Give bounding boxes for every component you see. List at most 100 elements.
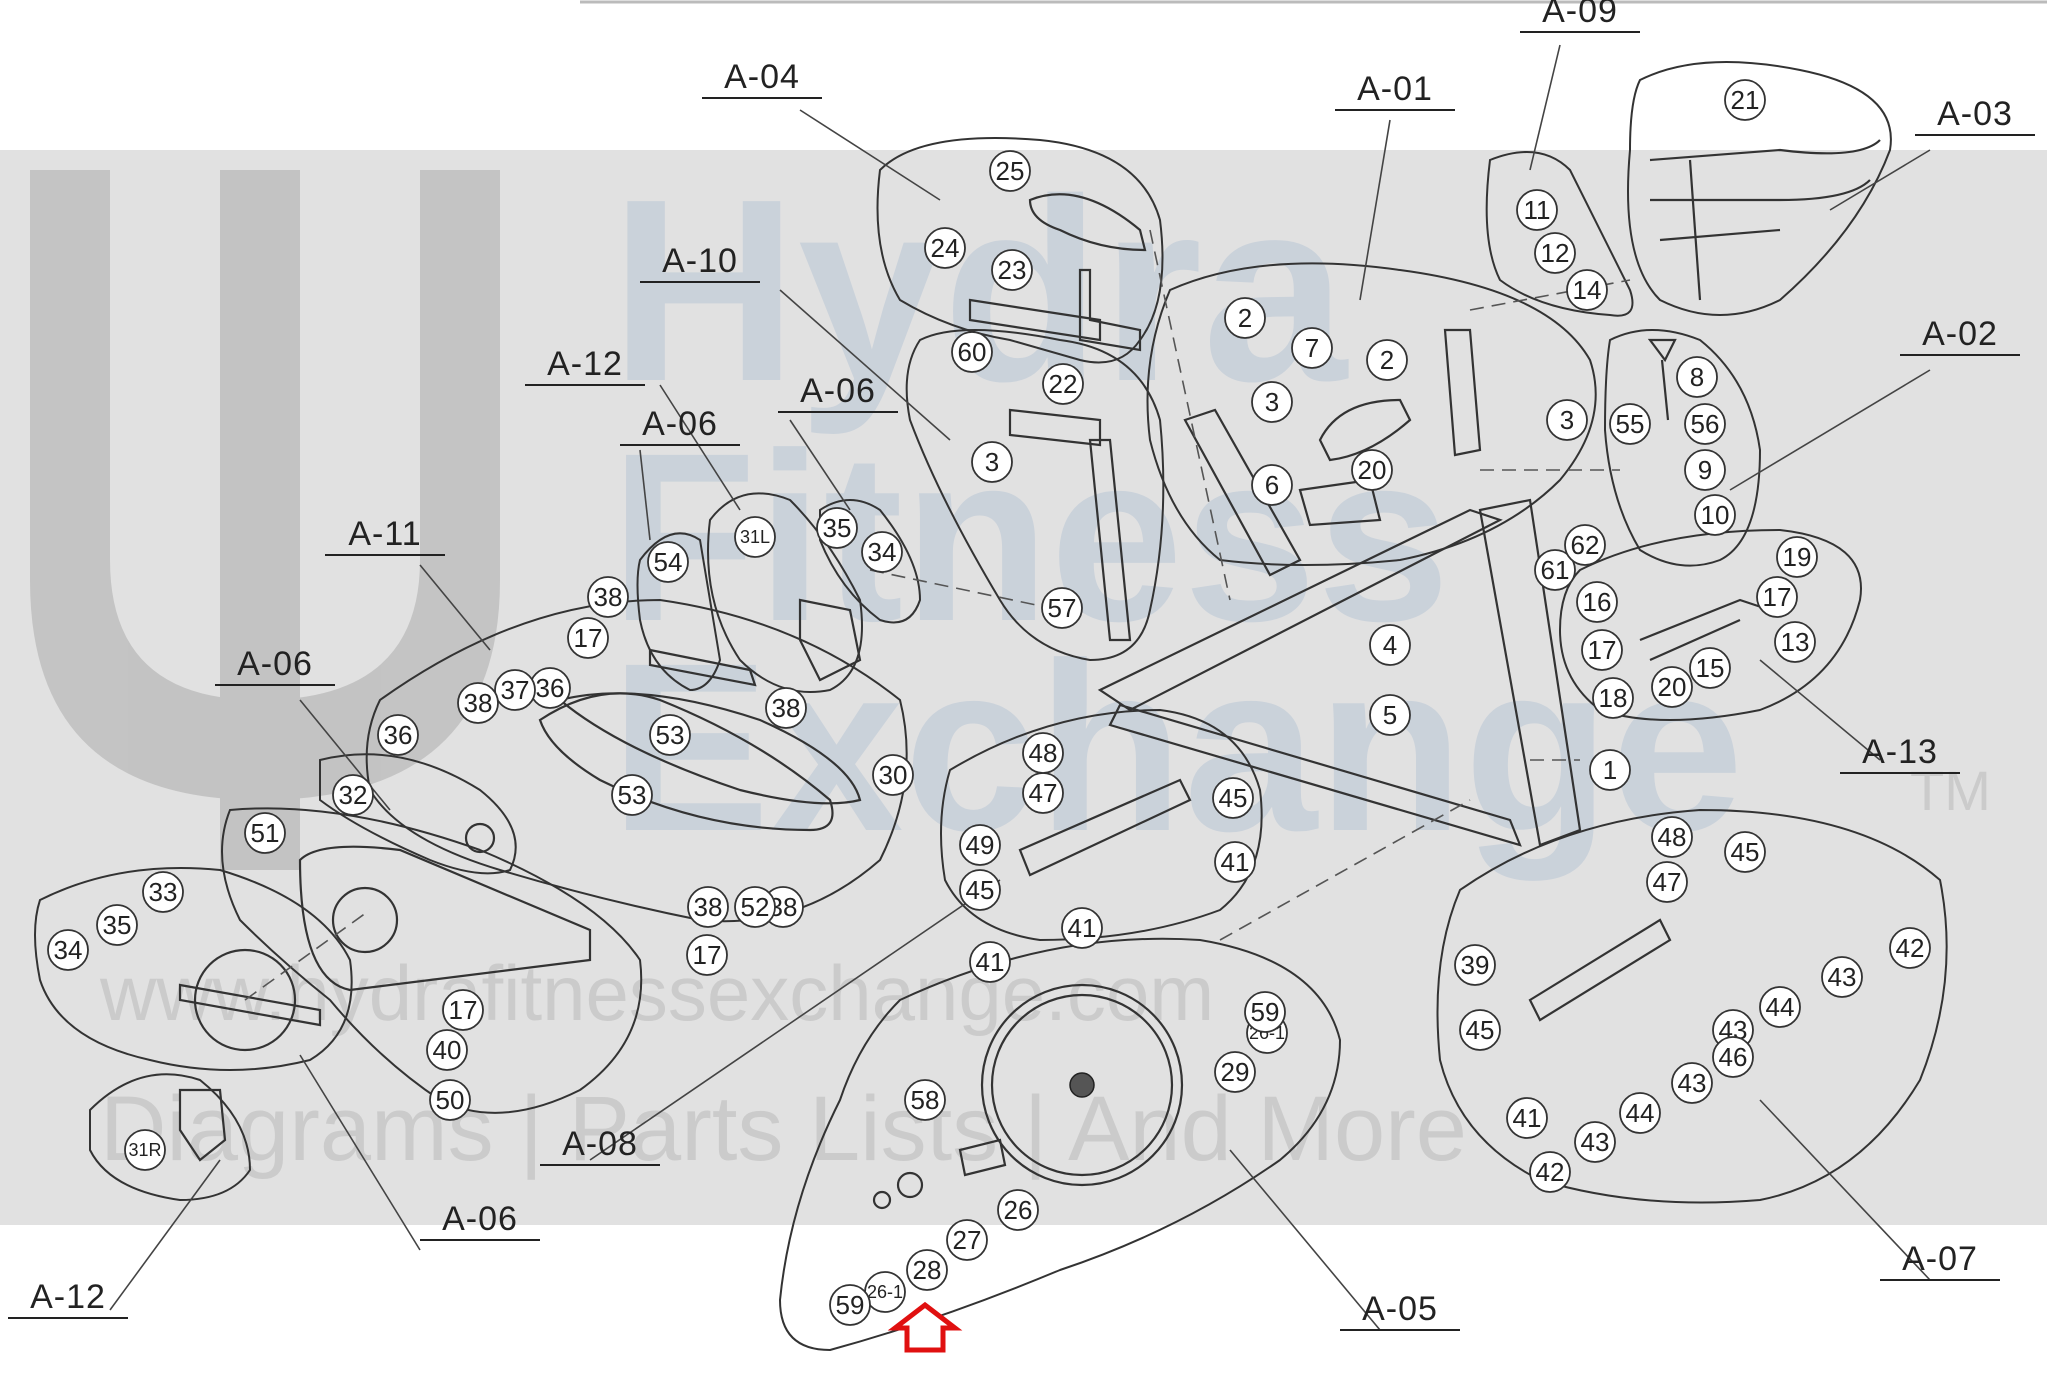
callout-circle-27 (946, 1219, 988, 1261)
callout-3: 3 (1265, 387, 1279, 417)
callout-30: 30 (879, 760, 908, 790)
callout-circle-45 (1724, 831, 1766, 873)
callout-circle-7 (1291, 327, 1333, 369)
callout-11: 11 (1524, 195, 1551, 225)
callout-circle-21 (1724, 79, 1766, 121)
callout-6: 6 (1265, 470, 1279, 500)
callout-34: 34 (868, 537, 897, 567)
callout-22: 22 (1049, 369, 1078, 399)
frame-rear-post (1478, 498, 1582, 847)
flywheel (980, 983, 1184, 1187)
callout-circle-31l (734, 516, 776, 558)
callout-52: 52 (741, 892, 770, 922)
callout-circle-1 (1589, 749, 1631, 791)
group-label-a-07: A-07 (1902, 1240, 1978, 1278)
callout-27: 27 (953, 1225, 982, 1255)
callout-17: 17 (1588, 635, 1617, 665)
water-bottle (1318, 398, 1412, 462)
callout-circle-8 (1676, 356, 1718, 398)
outline-a06-34 (819, 499, 922, 624)
callout-45: 45 (1466, 1015, 1495, 1045)
callout-circle-50 (429, 1079, 471, 1121)
callout-circle-33 (142, 871, 184, 913)
flywheel-inner (990, 993, 1174, 1177)
callout-38: 38 (694, 892, 723, 922)
callout-circle-46 (1712, 1036, 1754, 1078)
frame-front-post (1443, 328, 1482, 457)
group-label-a-09: A-09 (1542, 0, 1618, 30)
callout-circle-2 (1366, 339, 1408, 381)
callout-28: 28 (913, 1255, 942, 1285)
callout-3: 3 (985, 447, 999, 477)
callout-circle-31r (124, 1129, 166, 1171)
outline-a04 (876, 137, 1164, 364)
callout-41: 41 (1221, 847, 1250, 877)
dash-pedal (869, 569, 1061, 611)
callout-31l: 31L (740, 527, 770, 547)
main-frame (1097, 508, 1503, 712)
callout-50: 50 (436, 1085, 465, 1115)
outline-a06-54 (636, 532, 722, 692)
callout-21: 21 (1731, 85, 1760, 115)
group-label-a-06: A-06 (642, 405, 718, 443)
callout-43: 43 (1678, 1068, 1707, 1098)
callout-43: 43 (1581, 1127, 1610, 1157)
outline-a02 (1603, 329, 1762, 567)
callout-8: 8 (1690, 362, 1704, 392)
callout-circle-35 (816, 507, 858, 549)
callout-46: 46 (1719, 1042, 1748, 1072)
watermark-line1: Hydra (610, 146, 1349, 437)
seat-rail (968, 298, 1102, 342)
outline-a07 (1436, 808, 1948, 1204)
callout-circle-6 (1251, 464, 1293, 506)
callout-38: 38 (772, 693, 801, 723)
callout-48: 48 (1029, 738, 1058, 768)
outline-a08 (221, 807, 643, 1114)
callout-42: 42 (1536, 1157, 1565, 1187)
callout-circle-15 (1689, 647, 1731, 689)
callout-circle-56 (1684, 403, 1726, 445)
group-label-a-05: A-05 (1362, 1290, 1438, 1328)
group-label-a-02: A-02 (1922, 315, 1998, 353)
callout-23: 23 (998, 255, 1027, 285)
frame-and-parts (178, 139, 1881, 1210)
callout-33: 33 (149, 877, 178, 907)
group-label-a-11: A-11 (348, 515, 421, 553)
callout-57: 57 (1048, 593, 1077, 623)
callout-circle-60 (951, 331, 993, 373)
callout-56: 56 (1691, 409, 1720, 439)
callout-circle-20 (1651, 666, 1693, 708)
callout-43: 43 (1828, 962, 1857, 992)
callout-26-1: 26-1 (867, 1282, 903, 1302)
callout-circle-62 (1564, 524, 1606, 566)
callout-38: 38 (594, 582, 623, 612)
callout-circle-10 (1694, 494, 1736, 536)
callout-24: 24 (931, 233, 960, 263)
assembly-lines (244, 229, 1631, 1001)
callout-circle-59 (829, 1284, 871, 1326)
pedal-31R (178, 1088, 227, 1162)
sprocket (896, 1171, 924, 1199)
callout-circle-39 (1454, 944, 1496, 986)
callout-circle-42 (1529, 1151, 1571, 1193)
group-label-a-10: A-10 (662, 242, 738, 280)
callout-circle-30 (872, 754, 914, 796)
outline-a11 (365, 598, 908, 923)
callout-circle-29 (1214, 1051, 1256, 1093)
callout-circle-44 (1759, 986, 1801, 1028)
callout-circle-52 (734, 886, 776, 928)
callout-42: 42 (1896, 933, 1925, 963)
callout-circle-47 (1646, 861, 1688, 903)
callout-circle-9 (1684, 449, 1726, 491)
callout-circle-43 (1574, 1121, 1616, 1163)
callout-39: 39 (1461, 950, 1490, 980)
callout-51: 51 (251, 818, 280, 848)
callout-circle-16 (1576, 581, 1618, 623)
outline-a09 (1485, 151, 1634, 317)
outline-a06-48 (940, 708, 1263, 942)
callout-circle-5 (1369, 694, 1411, 736)
callout-48: 48 (1658, 822, 1687, 852)
callout-47: 47 (1653, 867, 1682, 897)
